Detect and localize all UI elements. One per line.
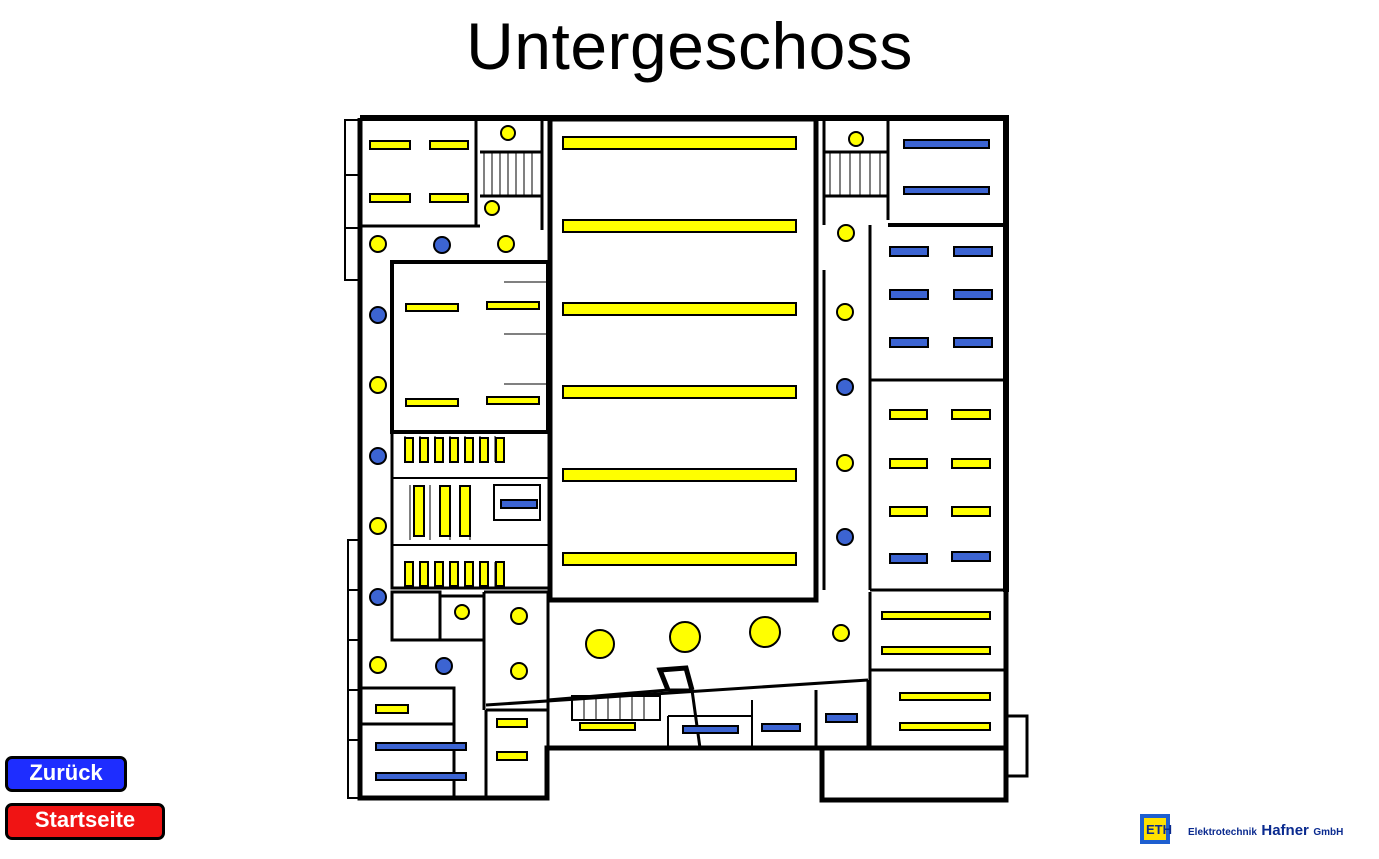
home-button[interactable]: Startseite bbox=[5, 803, 165, 840]
walls bbox=[344, 115, 1029, 803]
eth-logo-mark: ETH bbox=[1140, 814, 1172, 844]
page-title: Untergeschoss bbox=[466, 9, 913, 83]
back-button[interactable]: Zurück bbox=[5, 756, 127, 792]
blue-light-fixtures bbox=[369, 139, 993, 781]
company-logo: ETH Elektrotechnik Hafner GmbH bbox=[1138, 812, 1378, 848]
company-name: Elektrotechnik Hafner GmbH bbox=[1188, 822, 1344, 839]
yellow-light-fixtures bbox=[369, 125, 991, 761]
svg-text:ETH: ETH bbox=[1146, 822, 1172, 837]
